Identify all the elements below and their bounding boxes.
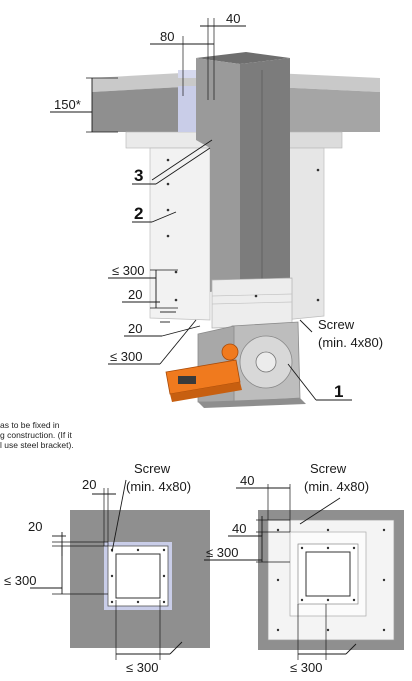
left-dim-300-bottom: ≤ 300 [126,660,158,675]
damper-flange [198,398,306,408]
damper-hub [255,351,277,373]
left-duct [115,553,161,599]
screw-title-iso: Screw [318,317,355,332]
actuator-icon [165,343,242,402]
callout-3: 3 [134,166,143,185]
callout-2: 2 [134,204,143,223]
duct-left-face [196,58,240,292]
ceiling-slab-left [92,86,200,132]
collar-line [211,293,293,297]
iso-dimensions [50,18,352,401]
right-dim-300-side: ≤ 300 [206,545,238,560]
right-screw-title: Screw [310,461,347,476]
iso-installation [92,52,380,408]
duct-right-face [240,58,290,290]
right-dim-40-side: 40 [232,521,246,536]
casing-left-face [149,147,211,321]
dim-300-b: ≤ 300 [110,349,142,364]
fixing-note: as to be fixed in g construction. (If it… [0,420,132,450]
screw-spec-iso: (min. 4x80) [318,335,383,350]
dim-300-a: ≤ 300 [112,263,144,278]
dim-20-a: 20 [128,287,142,302]
note-line: g construction. (If it [0,430,72,440]
left-dim-20-top: 20 [82,477,96,492]
left-screw-spec: (min. 4x80) [126,479,191,494]
dim-20-b: 20 [128,321,142,336]
right-duct [305,551,351,597]
dim-80: 80 [160,29,174,44]
duct-top-opening [196,52,290,64]
left-dim-20-side: 20 [28,519,42,534]
right-screw-spec: (min. 4x80) [304,479,369,494]
casing-screws [166,158,320,302]
collar-line2 [211,301,293,305]
left-dim-300-side: ≤ 300 [4,573,36,588]
right-dim-300-bottom: ≤ 300 [290,660,322,675]
right-screws [276,528,386,632]
seal-strip-top-l [178,70,198,78]
seal-strip-left [178,86,198,132]
ceiling-slab-top [92,72,200,92]
left-plan [30,479,210,660]
dim-150: 150* [54,97,81,112]
note-line: l use steel bracket). [0,440,74,450]
left-screw-title: Screw [134,461,171,476]
right-dim-40-top: 40 [240,473,254,488]
dim-40: 40 [226,11,240,26]
callout-1: 1 [334,382,343,401]
right-plan [204,484,404,660]
note-line: as to be fixed in [0,420,60,430]
